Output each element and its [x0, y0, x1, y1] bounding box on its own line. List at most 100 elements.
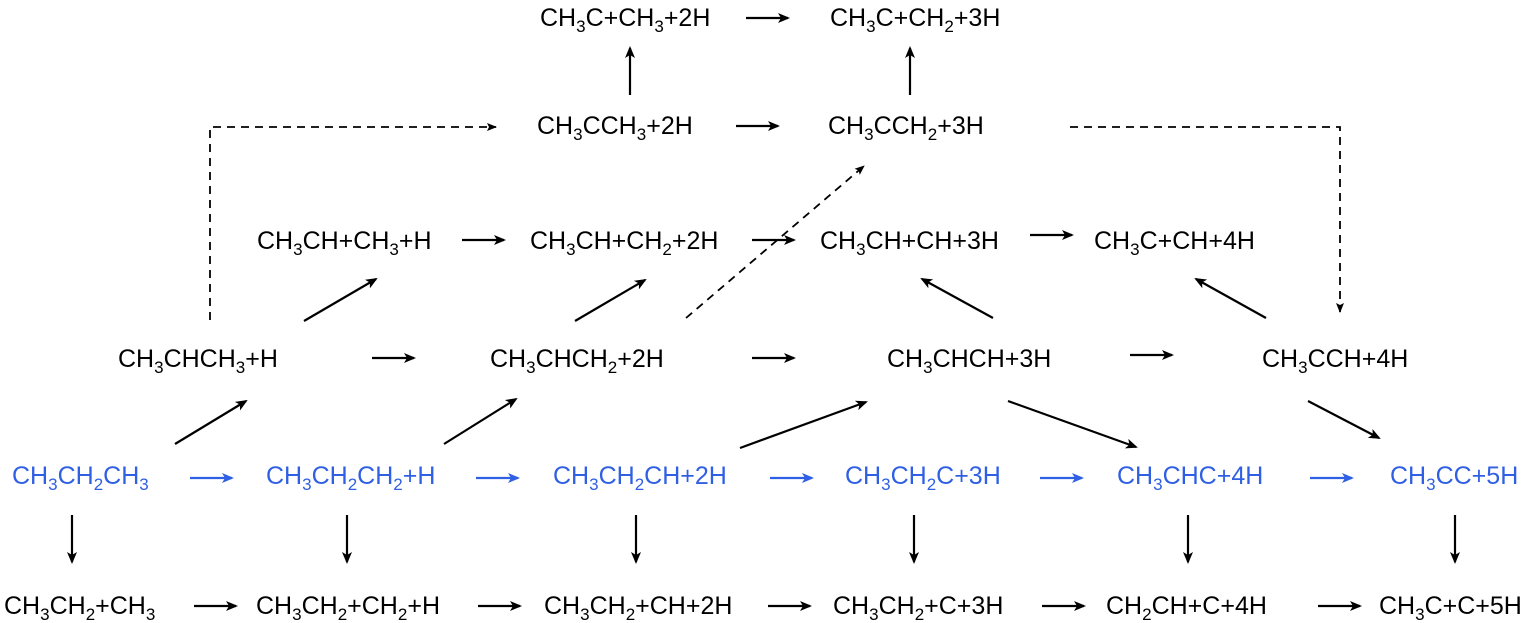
- formula-part: +3H: [954, 4, 1001, 32]
- formula-part: 3: [869, 605, 878, 623]
- formula-part: 2: [393, 475, 402, 494]
- formula-part: 3: [236, 358, 245, 377]
- formula-part: CH: [590, 592, 626, 620]
- species-ch3ch-ch2-2h: CH3CH+CH2+2H: [530, 227, 718, 259]
- formula-part: CH: [12, 462, 48, 490]
- formula-part: CH: [312, 462, 348, 490]
- formula-part: CH: [830, 4, 866, 32]
- formula-part: CH: [537, 112, 573, 140]
- arrow-diag-2: [443, 397, 518, 445]
- formula-part: 3: [293, 240, 302, 259]
- formula-part: 3: [573, 125, 582, 144]
- formula-part: CCH: [583, 112, 637, 140]
- formula-part: CH: [530, 227, 566, 255]
- formula-part: 3: [302, 475, 311, 494]
- formula-part: CHC+4H: [1163, 462, 1264, 490]
- row1-arrows: [625, 13, 915, 131]
- formula-part: CH: [50, 592, 86, 620]
- formula-part: 2: [915, 605, 924, 623]
- formula-part: CCH+4H: [1308, 345, 1409, 373]
- arrow-diag-9: [1194, 278, 1267, 319]
- formula-part: CH+CH+3H: [866, 227, 999, 255]
- formula-part: 3: [40, 605, 49, 623]
- arrow-diag-6: [303, 277, 378, 322]
- formula-part: 3: [637, 125, 646, 144]
- formula-part: +CH: [347, 592, 398, 620]
- formula-part: CC+5H: [1436, 462, 1519, 490]
- formula-part: CH: [887, 345, 923, 373]
- formula-part: 3: [526, 358, 535, 377]
- arrow-diag-7: [574, 278, 647, 322]
- formula-part: CH+CH: [576, 227, 663, 255]
- formula-part: CH: [302, 592, 338, 620]
- row2-arrows: [462, 230, 1074, 245]
- formula-part: CH: [1094, 227, 1130, 255]
- formula-part: C+C+5H: [1425, 592, 1522, 620]
- formula-part: 3: [48, 475, 57, 494]
- formula-part: CH: [1262, 345, 1298, 373]
- formula-part: 3: [856, 240, 865, 259]
- formula-part: CH: [1117, 462, 1153, 490]
- formula-part: 3: [923, 358, 932, 377]
- formula-part: CH: [257, 227, 293, 255]
- species-ch3c-c-5h: CH3C+C+5H: [1379, 592, 1522, 623]
- formula-part: CH: [544, 592, 580, 620]
- arrow-diag-5: [1307, 400, 1381, 439]
- formula-part: +H: [403, 462, 436, 490]
- dashed-arrow-diagonal: [685, 165, 865, 319]
- formula-part: C+CH: [586, 4, 655, 32]
- formula-part: 3: [139, 475, 148, 494]
- species-ch3chc-4h: CH3CHC+4H: [1117, 462, 1263, 494]
- formula-part: CH: [4, 592, 40, 620]
- arrow-diag-1: [174, 399, 248, 445]
- formula-part: CH: [1106, 592, 1142, 620]
- formula-part: CH: [833, 592, 869, 620]
- formula-part: 3: [589, 475, 598, 494]
- blue-to-row3-arrows: [174, 397, 1381, 450]
- formula-part: 3: [146, 605, 155, 623]
- species-ch2ch-c-4h: CH2CH+C+4H: [1106, 592, 1267, 623]
- formula-part: 2: [928, 125, 937, 144]
- formula-part: 3: [1153, 475, 1162, 494]
- species-ch3cch3-2h: CH3CCH3+2H: [537, 112, 693, 144]
- formula-part: 2: [626, 605, 635, 623]
- formula-part: 2: [608, 358, 617, 377]
- species-ch3c-ch3-2h: CH3C+CH3+2H: [540, 4, 710, 36]
- formula-part: C+CH+4H: [1140, 227, 1255, 255]
- formula-part: 3: [292, 605, 301, 623]
- species-ch3ch2-ch3: CH3CH2+CH3: [4, 592, 155, 623]
- formula-part: 2: [944, 17, 953, 36]
- formula-part: 3: [864, 125, 873, 144]
- formula-part: +2H: [646, 112, 693, 140]
- formula-part: 2: [1142, 605, 1151, 623]
- formula-part: 3: [1130, 240, 1139, 259]
- formula-part: +2H: [617, 345, 664, 373]
- formula-part: 2: [398, 605, 407, 623]
- formula-part: +CH: [95, 592, 146, 620]
- formula-part: C+3H: [936, 462, 1001, 490]
- formula-part: CH+C+4H: [1152, 592, 1267, 620]
- formula-part: CH: [1379, 592, 1415, 620]
- formula-part: 2: [635, 475, 644, 494]
- formula-part: +H: [245, 345, 278, 373]
- formula-part: CH: [828, 112, 864, 140]
- formula-part: 3: [154, 358, 163, 377]
- formula-part: 2: [86, 605, 95, 623]
- formula-part: CH: [540, 4, 576, 32]
- formula-part: CH: [357, 462, 393, 490]
- species-ch3chch3-h: CH3CHCH3+H: [118, 345, 278, 377]
- formula-part: 3: [580, 605, 589, 623]
- formula-part: CH: [490, 345, 526, 373]
- species-ch3ch2-c-3h: CH3CH2+C+3H: [833, 592, 1003, 623]
- species-ch3c-ch2-3h: CH3C+CH2+3H: [830, 4, 1000, 36]
- formula-part: +H: [407, 592, 440, 620]
- formula-part: CHCH+3H: [933, 345, 1052, 373]
- species-ch3ch-ch-3h: CH3CH+CH+3H: [820, 227, 999, 259]
- species-ch3ch2ch-2h: CH3CH2CH+2H: [553, 462, 727, 494]
- dashed-arrow-right: [1070, 126, 1344, 313]
- arrow-diag-4: [1007, 399, 1138, 449]
- formula-part: 3: [881, 475, 890, 494]
- formula-part: CH+CH: [303, 227, 390, 255]
- species-ch3ch2ch2-h: CH3CH2CH2+H: [266, 462, 435, 494]
